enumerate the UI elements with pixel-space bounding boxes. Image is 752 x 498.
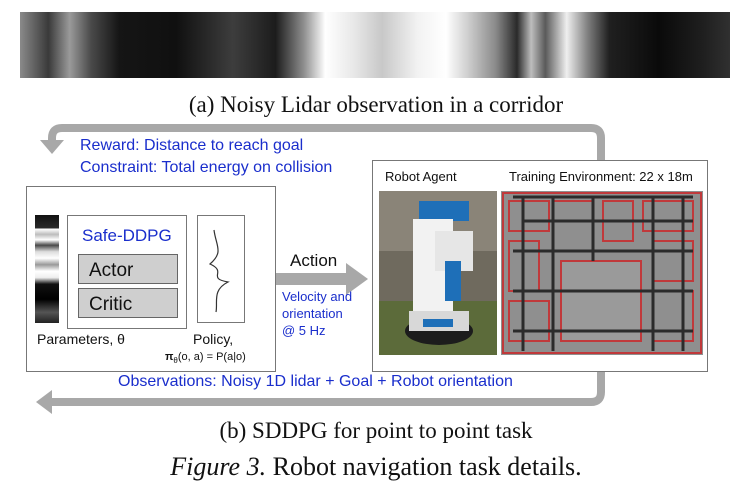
observation-arrow-head xyxy=(36,390,52,414)
caption-a: (a) Noisy Lidar observation in a corrido… xyxy=(188,92,564,117)
critic-box: Critic xyxy=(78,288,178,318)
parameters-label: Parameters, θ xyxy=(37,331,125,347)
policy-label: Policy, xyxy=(193,331,234,347)
lidar-history-thumbnail xyxy=(35,215,59,323)
environment-block: Robot Agent Training Environment: 22 x 1… xyxy=(372,160,708,372)
robot-agent-label: Robot Agent xyxy=(385,169,457,184)
policy-formula: πθ(o, a) = P(a|o) xyxy=(165,351,246,366)
action-detail: Velocity and orientation @ 5 Hz xyxy=(282,289,353,338)
agent-block: Safe-DDPG Actor Critic Parameters, θ Pol… xyxy=(26,186,276,372)
policy-plot-box xyxy=(197,215,245,323)
constraint-label: Constraint: Total energy on collision xyxy=(80,159,333,176)
robot-photo xyxy=(379,191,497,355)
training-map xyxy=(501,191,703,355)
safe-ddpg-box: Safe-DDPG Actor Critic xyxy=(67,215,187,329)
observations-label: Observations: Noisy 1D lidar + Goal + Ro… xyxy=(118,373,513,390)
policy-curve xyxy=(208,229,230,313)
reward-arrow-head xyxy=(40,140,64,154)
action-arrow-shaft xyxy=(272,273,348,285)
caption-b: (b) SDDPG for point to point task xyxy=(219,418,533,443)
algorithm-label: Safe-DDPG xyxy=(82,226,172,245)
reward-label: Reward: Distance to reach goal xyxy=(80,137,304,154)
observation-feedback-arrow xyxy=(52,372,605,406)
action-arrow-head xyxy=(346,263,368,295)
actor-box: Actor xyxy=(78,254,178,284)
training-env-label: Training Environment: 22 x 18m xyxy=(509,169,693,184)
reward-feedback-arrow xyxy=(48,124,605,160)
figure-caption: Figure 3. Robot navigation task details. xyxy=(170,452,582,481)
lidar-observation-strip xyxy=(20,12,730,78)
action-label: Action xyxy=(290,251,338,270)
